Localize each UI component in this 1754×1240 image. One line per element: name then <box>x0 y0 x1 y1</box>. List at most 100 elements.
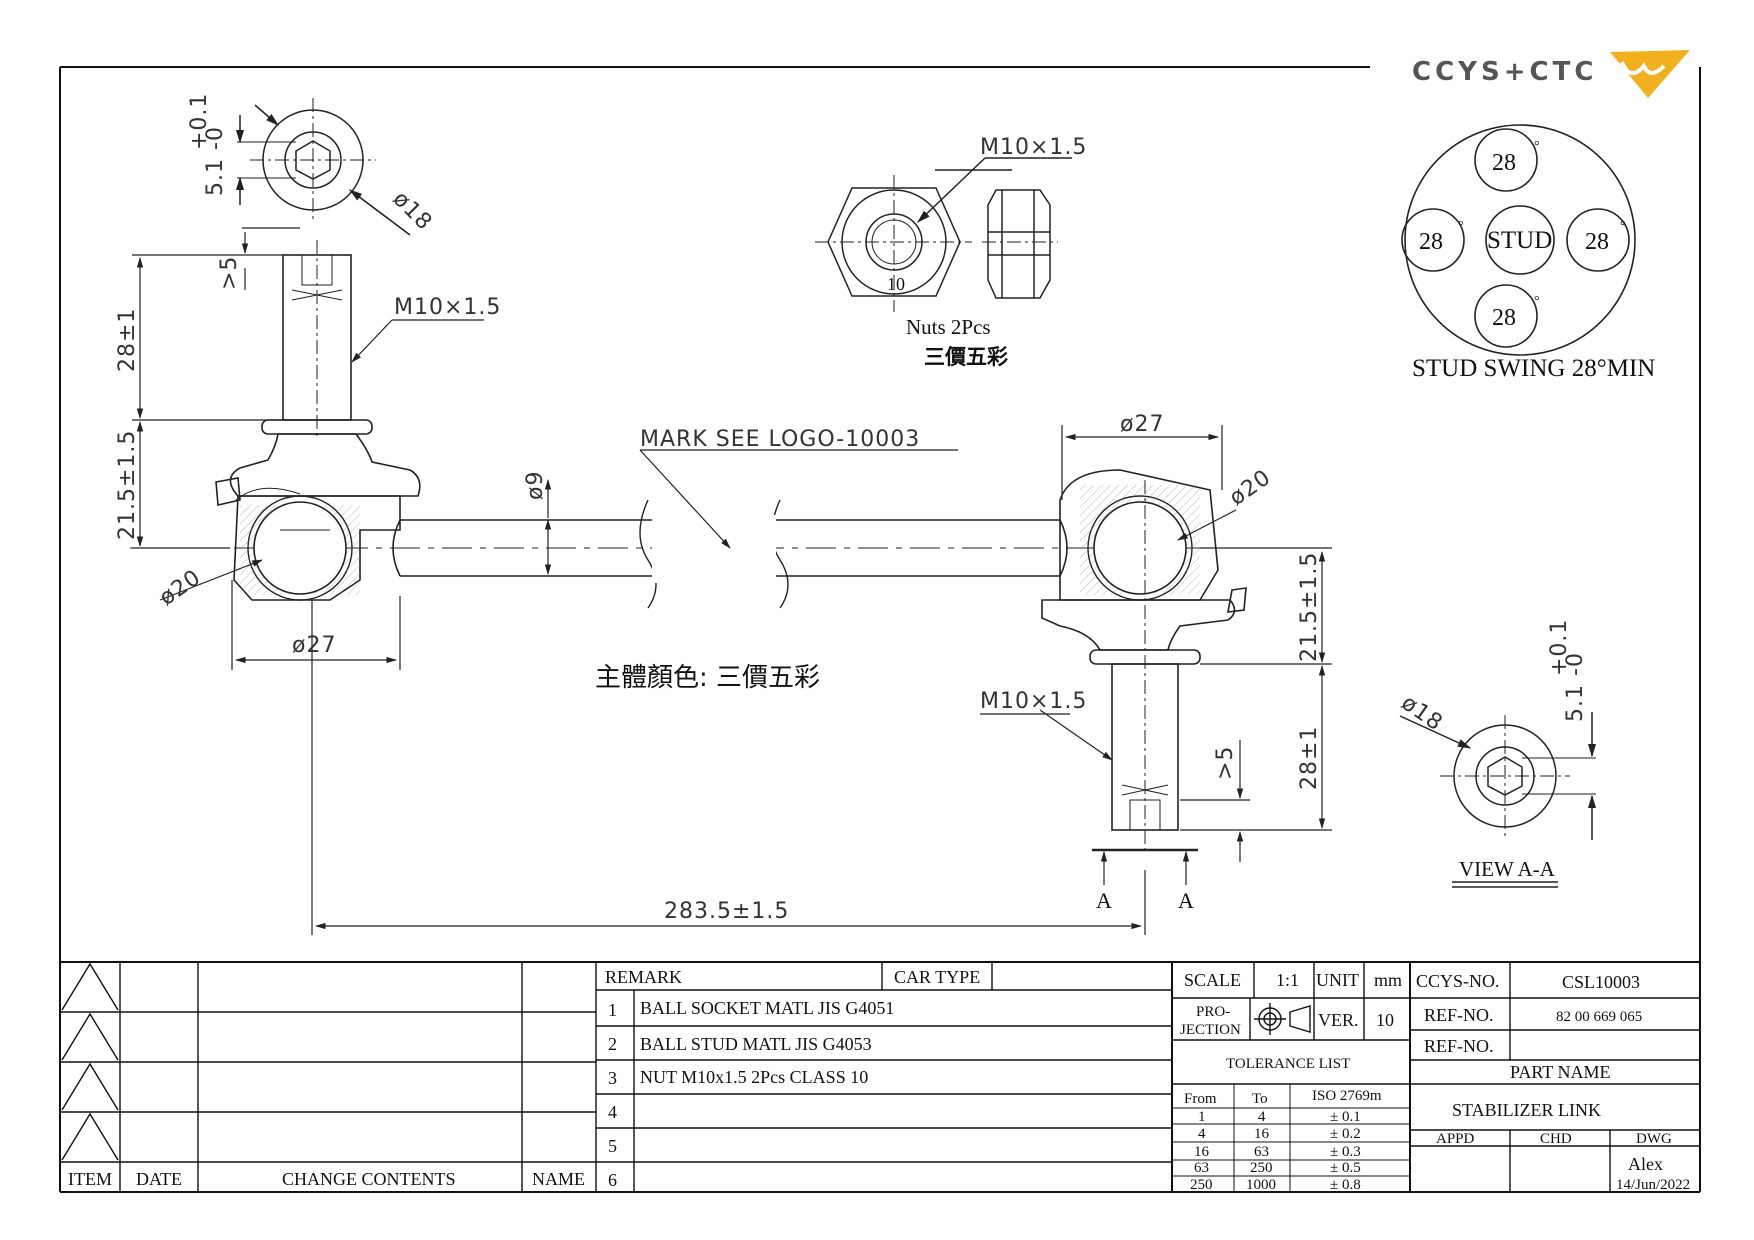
ccys-no-label: CCYS-NO. <box>1416 971 1500 991</box>
remark-text-3: NUT M10x1.5 2Pcs CLASS 10 <box>640 1067 868 1087</box>
stud-swing-center: STUD <box>1487 227 1552 254</box>
top-view-tolerance: 5.1 <box>203 158 228 196</box>
ref-no-2-label: REF-NO. <box>1424 1036 1494 1056</box>
appd-label: APPD <box>1436 1131 1475 1147</box>
company-logo: CCYS+CTC <box>1412 50 1690 98</box>
remark-text-2: BALL STUD MATL JIS G4053 <box>640 1034 872 1054</box>
top-view-tol-upper: +0.1 <box>187 93 212 150</box>
tol-row-2-val: ± 0.2 <box>1330 1126 1361 1142</box>
view-aa-tol-upper: +0.1 <box>1547 619 1572 676</box>
tol-row-5-val: ± 0.8 <box>1330 1177 1361 1193</box>
projection-label-2: JECTION <box>1180 1022 1241 1038</box>
remark-no-1: 1 <box>608 1000 617 1020</box>
ref-no-1-value: 82 00 669 065 <box>1556 1009 1642 1025</box>
drawer-name: Alex <box>1628 1154 1663 1174</box>
nut-color-note: 三價五彩 <box>924 345 1008 369</box>
main-assembly <box>130 240 1247 850</box>
right-stud-length-label: 28±1 <box>1297 726 1322 790</box>
tol-row-2-to: 16 <box>1254 1126 1270 1142</box>
ccys-no-value: CSL10003 <box>1562 972 1640 992</box>
remark-no-5: 5 <box>608 1136 617 1156</box>
scale-label: SCALE <box>1184 970 1241 990</box>
drawing-border <box>59 66 1701 1193</box>
section-marker-right: A <box>1178 888 1194 913</box>
right-thread-label: M10×1.5 <box>980 689 1087 714</box>
svg-text:°: ° <box>1534 139 1540 154</box>
nut-views <box>815 157 1072 312</box>
remark-no-2: 2 <box>608 1034 617 1054</box>
left-stud-length-label: 28±1 <box>115 308 140 372</box>
remark-no-3: 3 <box>608 1068 617 1088</box>
mark-logo-label: MARK SEE LOGO-10003 <box>640 427 920 452</box>
scale-value: 1:1 <box>1276 970 1299 990</box>
ver-label: VER. <box>1318 1010 1359 1030</box>
tolerance-title: TOLERANCE LIST <box>1226 1056 1350 1072</box>
stud-swing-angle-right: 28 <box>1585 229 1609 255</box>
view-aa-caption: VIEW A-A <box>1459 857 1556 881</box>
projection-symbol-icon <box>1254 1003 1311 1035</box>
tol-row-3-to: 63 <box>1254 1144 1269 1160</box>
tol-row-1-to: 4 <box>1258 1109 1266 1125</box>
remark-text-1: BALL SOCKET MATL JIS G4051 <box>640 998 894 1018</box>
drawing-date: 14/Jun/2022 <box>1616 1177 1690 1193</box>
tol-row-1-from: 1 <box>1198 1109 1206 1125</box>
tol-row-5-from: 250 <box>1190 1177 1213 1193</box>
unit-label: UNIT <box>1316 970 1359 990</box>
view-aa-tolerance: 5.1 <box>1563 684 1588 722</box>
dwg-label: DWG <box>1636 1131 1672 1147</box>
view-aa-section <box>1399 712 1597 888</box>
remark-no-4: 4 <box>608 1102 617 1122</box>
rod-diameter-label: ø9 <box>523 471 548 500</box>
remark-header: REMARK <box>605 967 682 987</box>
left-depth-label: >5 <box>217 256 242 290</box>
view-aa-diameter: ø18 <box>1397 690 1448 736</box>
tol-row-5-to: 1000 <box>1246 1177 1276 1193</box>
view-aa-tol-lower: -0 <box>1563 652 1588 676</box>
top-view-diameter: ø18 <box>388 187 437 236</box>
tol-header-from: From <box>1184 1091 1217 1107</box>
rev-header-date: DATE <box>136 1169 182 1189</box>
part-name-value: STABILIZER LINK <box>1452 1100 1601 1120</box>
tol-row-4-val: ± 0.5 <box>1330 1160 1361 1176</box>
left-height-label: 21.5±1.5 <box>115 430 140 540</box>
ref-no-1-label: REF-NO. <box>1424 1005 1494 1025</box>
tol-row-1-val: ± 0.1 <box>1330 1109 1361 1125</box>
top-end-view <box>235 98 411 236</box>
stud-swing-angle-top: 28 <box>1492 150 1516 176</box>
rev-header-change: CHANGE CONTENTS <box>282 1169 456 1189</box>
chd-label: CHD <box>1540 1131 1572 1147</box>
car-type-header: CAR TYPE <box>894 967 980 987</box>
body-color-note: 主體顏色: 三價五彩 <box>595 663 820 693</box>
part-name-label: PART NAME <box>1510 1062 1610 1082</box>
nut-thread-label: M10×1.5 <box>980 135 1087 160</box>
title-block-grid <box>60 961 1700 1192</box>
left-ball-label: ø20 <box>155 565 206 611</box>
tol-row-3-from: 16 <box>1194 1144 1210 1160</box>
right-dimension-lines <box>311 425 1332 935</box>
right-height-label: 21.5±1.5 <box>1297 552 1322 662</box>
logo-text: CCYS+CTC <box>1412 57 1597 87</box>
tol-row-4-to: 250 <box>1250 1160 1273 1176</box>
stud-swing-diagram <box>1401 124 1636 356</box>
stud-swing-angle-left: 28 <box>1419 229 1443 255</box>
tol-header-iso: ISO 2769m <box>1312 1088 1382 1104</box>
tol-row-3-val: ± 0.3 <box>1330 1144 1361 1160</box>
right-ball-label: ø20 <box>1225 465 1276 511</box>
right-housing-label: ø27 <box>1120 412 1164 437</box>
rev-header-item: ITEM <box>68 1169 112 1189</box>
overall-length-label: 283.5±1.5 <box>664 899 789 924</box>
svg-text:°: ° <box>1458 219 1464 234</box>
svg-text:°: ° <box>1620 219 1626 234</box>
section-marker-left: A <box>1096 888 1112 913</box>
left-dimension-lines <box>132 227 958 670</box>
stud-swing-angle-bottom: 28 <box>1492 305 1516 331</box>
remark-no-6: 6 <box>608 1170 617 1190</box>
tol-header-to: To <box>1252 1091 1268 1107</box>
left-thread-label: M10×1.5 <box>394 295 501 320</box>
top-view-tol-lower: -0 <box>203 126 228 150</box>
tol-row-4-from: 63 <box>1194 1160 1209 1176</box>
stud-swing-caption: STUD SWING 28°MIN <box>1412 355 1655 382</box>
svg-text:°: ° <box>1534 294 1540 309</box>
unit-value: mm <box>1374 970 1402 990</box>
